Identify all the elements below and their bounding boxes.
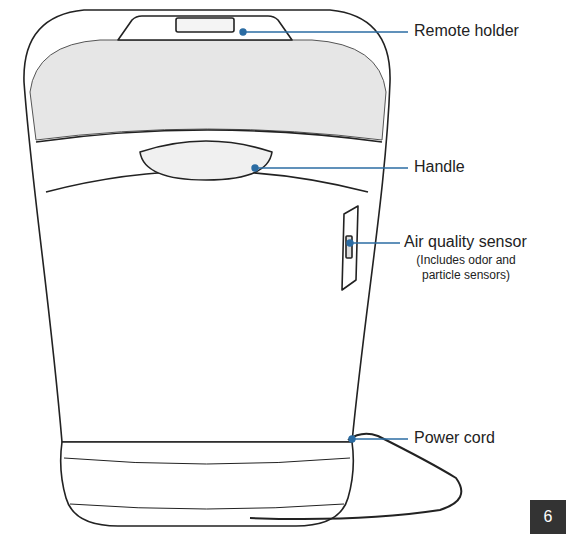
- leader-dot: [240, 29, 246, 35]
- leader-line: [352, 438, 408, 439]
- sensor-window: [346, 236, 352, 258]
- base: [61, 442, 354, 526]
- leader-line: [243, 31, 408, 32]
- part-label: Remote holder: [414, 22, 519, 40]
- part-label: Handle: [414, 158, 465, 176]
- remote-holder-tab: [176, 18, 234, 32]
- sensor-housing: [342, 206, 358, 290]
- page-number-badge: 6: [530, 500, 566, 534]
- leader-dot: [349, 436, 355, 442]
- remote-holder-slot: [118, 16, 292, 40]
- leader-line: [350, 242, 400, 243]
- part-label: Air quality sensor: [404, 233, 527, 251]
- note-text: (Includes odor and particle sensors): [404, 253, 528, 283]
- leader-dot: [252, 165, 258, 171]
- housing-outline: [24, 10, 390, 442]
- panel-line: [36, 130, 382, 142]
- base-line: [64, 458, 350, 464]
- base-line: [70, 504, 344, 509]
- handle-recess: [140, 141, 272, 180]
- top-band: [30, 40, 386, 140]
- power-cord: [250, 434, 461, 519]
- part-label: Power cord: [414, 429, 495, 447]
- leader-line: [255, 167, 408, 168]
- leader-dot: [347, 240, 353, 246]
- page-number: 6: [544, 508, 553, 526]
